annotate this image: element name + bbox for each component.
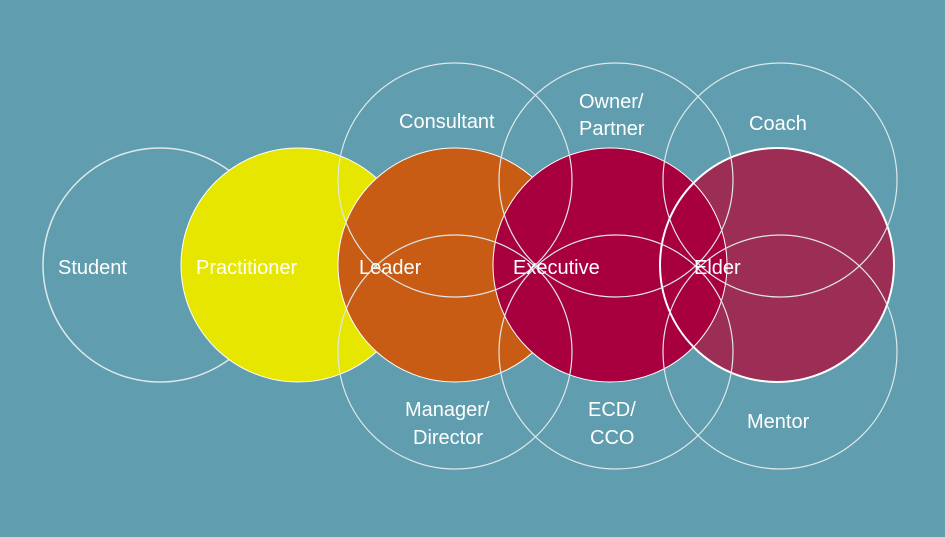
coach-circle — [662, 62, 898, 298]
student-label: Student — [58, 257, 127, 279]
executive-circle — [492, 147, 728, 383]
coach-label: Coach — [749, 113, 807, 135]
owner-label-line2: Partner — [579, 118, 645, 140]
elder-circle-fill — [660, 148, 894, 382]
owner-label-line1: Owner/ — [579, 91, 644, 113]
mentor-circle — [662, 234, 898, 470]
manager-label-line2: Director — [413, 427, 483, 449]
elder-circle-outline — [659, 147, 895, 383]
owner-partner-circle — [498, 62, 734, 298]
manager-director-circle — [337, 234, 573, 470]
ecd-cco-circle — [498, 234, 734, 470]
manager-label-line1: Manager/ — [405, 399, 490, 421]
executive-label: Executive — [513, 257, 600, 279]
elder-label: Elder — [694, 257, 741, 279]
ecd-label-line1: ECD/ — [588, 399, 636, 421]
leader-label: Leader — [359, 257, 422, 279]
consultant-circle — [337, 62, 573, 298]
practitioner-label: Practitioner — [196, 257, 297, 279]
mentor-label: Mentor — [747, 411, 810, 433]
ecd-label-line2: CCO — [590, 427, 634, 449]
consultant-label: Consultant — [399, 111, 495, 133]
